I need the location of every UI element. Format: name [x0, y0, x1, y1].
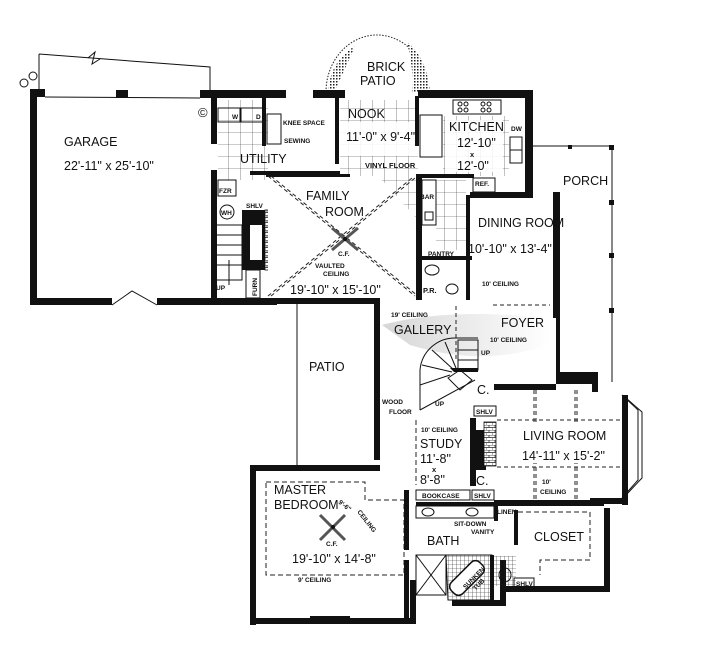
- bar-pantry-area: BAR PANTRY P.R.: [416, 174, 474, 300]
- utility-room: W D KNEE SPACE SEWING UTILITY FZR SHLV W…: [211, 96, 340, 300]
- master-ceiling-side-line2: CEILING: [355, 509, 377, 534]
- family-fan-label: C.F.: [338, 251, 350, 258]
- nook-label: NOOK: [348, 107, 385, 121]
- utility-label: UTILITY: [240, 152, 287, 166]
- freezer-label: FZR: [219, 188, 232, 195]
- ceiling-fan-icon: [331, 226, 359, 252]
- kitchen-label: KITCHEN: [449, 120, 504, 134]
- study-area: 10' CEILING STUDY 11'-8" x 8'-8" C. BOOK…: [415, 418, 497, 501]
- spiral-staircase: [419, 337, 479, 411]
- master-bedroom-label-line1: MASTER: [274, 483, 326, 497]
- up-label-utility: UP: [216, 285, 226, 292]
- family-ceiling-line1: VAULTED: [315, 263, 345, 270]
- wood-floor-line2: FLOOR: [389, 409, 412, 416]
- pantry-label: PANTRY: [428, 251, 455, 258]
- study-ceiling: 10' CEILING: [421, 427, 458, 434]
- dining-room-area: DINING ROOM 10'-10" x 13'-4" 10' CEILING: [468, 216, 564, 306]
- bicycle-icon: [19, 78, 29, 88]
- study-label: STUDY: [420, 437, 463, 451]
- living-room-area: LIVING ROOM 14'-11" x 15'-2" 10' CEILING: [494, 384, 620, 506]
- bath-label: BATH: [427, 534, 459, 548]
- porch: PORCH: [533, 145, 614, 384]
- living-ceiling-line1: 10': [542, 479, 551, 486]
- garage-dims: 22'-11" x 25'-10": [64, 159, 154, 173]
- powder-room-label: P.R.: [423, 286, 437, 295]
- living-room-label: LIVING ROOM: [523, 429, 606, 443]
- kitchen-dims-x: x: [470, 150, 475, 159]
- up-label-foyer: UP: [481, 350, 491, 357]
- closet-label: CLOSET: [534, 530, 584, 544]
- furnace-label: FURN: [252, 278, 259, 296]
- master-ceiling-bottom: 9' CEILING: [298, 577, 331, 584]
- water-heater-label: WH: [221, 210, 232, 217]
- living-room-dims: 14'-11" x 15'-2": [522, 449, 605, 463]
- bath-area: SIT-DOWN VANITY LINEN BATH SUNKEN TUB SH…: [415, 502, 596, 601]
- shelves-label-gallery: SHLV: [476, 409, 494, 416]
- family-room-label-line1: FAMILY: [306, 189, 350, 203]
- stairs-utility: [215, 224, 243, 285]
- study-dims-x: x: [432, 465, 437, 474]
- kitchen-dims-line1: 12'-10": [457, 136, 496, 150]
- dining-ceiling: 10' CEILING: [482, 281, 519, 288]
- vanity-label-line2: VANITY: [471, 529, 495, 536]
- study-dims-line1: 11'-8": [420, 452, 451, 466]
- shelves-label-bath: SHLV: [516, 581, 534, 588]
- patio-label: PATIO: [309, 360, 345, 374]
- bookcase-label: BOOKCASE: [422, 493, 460, 500]
- ceiling-fan-icon: [318, 513, 347, 542]
- vinyl-floor-label: VINYL FLOOR: [365, 161, 416, 170]
- closet-short-label-2: C.: [476, 474, 489, 488]
- family-room-label-line2: ROOM: [325, 205, 364, 219]
- dryer-label: D: [256, 114, 261, 121]
- master-bedroom-label-line2: BEDROOM: [274, 498, 339, 512]
- dishwasher-label: DW: [511, 126, 523, 133]
- bar-label: BAR: [420, 194, 434, 201]
- family-room-area: C.F. FAMILY ROOM VAULTED CEILING 19'-10"…: [266, 172, 420, 298]
- wood-floor-line1: WOOD: [382, 399, 403, 406]
- shelves-label-study: SHLV: [474, 493, 492, 500]
- linen-label: LINEN: [497, 509, 517, 516]
- brick-patio-label-line1: BRICK: [367, 60, 406, 74]
- master-bedroom-area: MASTER BEDROOM 9'-6" CEILING C.F. 19'-10…: [265, 481, 409, 620]
- refrigerator-label: REF.: [475, 181, 489, 188]
- living-ceiling-line2: CEILING: [540, 489, 566, 496]
- garage-label: GARAGE: [64, 135, 118, 149]
- nook-area: NOOK 11'-0" x 9'-4" VINYL FLOOR: [340, 100, 418, 172]
- shelves-label-utility: SHLV: [246, 203, 264, 210]
- copyright-mark: ©: [198, 105, 208, 120]
- washer-label: W: [232, 114, 239, 121]
- sewing-label: SEWING: [284, 138, 310, 145]
- master-ceiling-side-line1: 9'-6": [337, 499, 352, 513]
- gallery-label: GALLERY: [394, 323, 452, 337]
- master-bedroom-dims: 19'-10" x 14'-8": [292, 552, 376, 566]
- kitchen-area: KITCHEN 12'-10" x 12'-0" DW REF.: [415, 96, 523, 193]
- foyer-ceiling: 10' CEILING: [490, 337, 527, 344]
- dining-room-dims: 10'-10" x 13'-4": [468, 242, 552, 256]
- master-fan-label: C.F.: [326, 541, 338, 548]
- porch-label: PORCH: [563, 174, 608, 188]
- foyer-label: FOYER: [501, 316, 544, 330]
- up-label-gallery: UP: [435, 401, 445, 408]
- family-room-dims: 19'-10" x 15'-10": [290, 283, 381, 297]
- bay-window: [621, 394, 643, 499]
- study-dims-line2: 8'-8": [420, 473, 445, 487]
- family-ceiling-line2: CEILING: [323, 271, 349, 278]
- nook-dims: 11'-0" x 9'-4": [346, 130, 415, 144]
- gallery-foyer-area: 19' CEILING GALLERY FOYER 10' CEILING UP…: [382, 306, 550, 417]
- dining-room-label: DINING ROOM: [478, 216, 564, 230]
- patio: PATIO: [296, 304, 345, 465]
- vanity-label-line1: SIT-DOWN: [454, 521, 487, 528]
- gallery-ceiling: 19' CEILING: [391, 312, 428, 319]
- exterior-walls: [250, 90, 628, 625]
- garage: © GARAGE 22'-11" x 25'-10": [19, 50, 286, 306]
- brick-patio-label-line2: PATIO: [360, 74, 396, 88]
- kitchen-dims-line2: 12'-0": [457, 159, 489, 173]
- brick-patio: BRICK PATIO: [325, 34, 430, 93]
- closet-area: CLOSET: [514, 510, 591, 575]
- knee-space-label: KNEE SPACE: [283, 120, 325, 127]
- closet-short-label-1: C.: [477, 383, 490, 397]
